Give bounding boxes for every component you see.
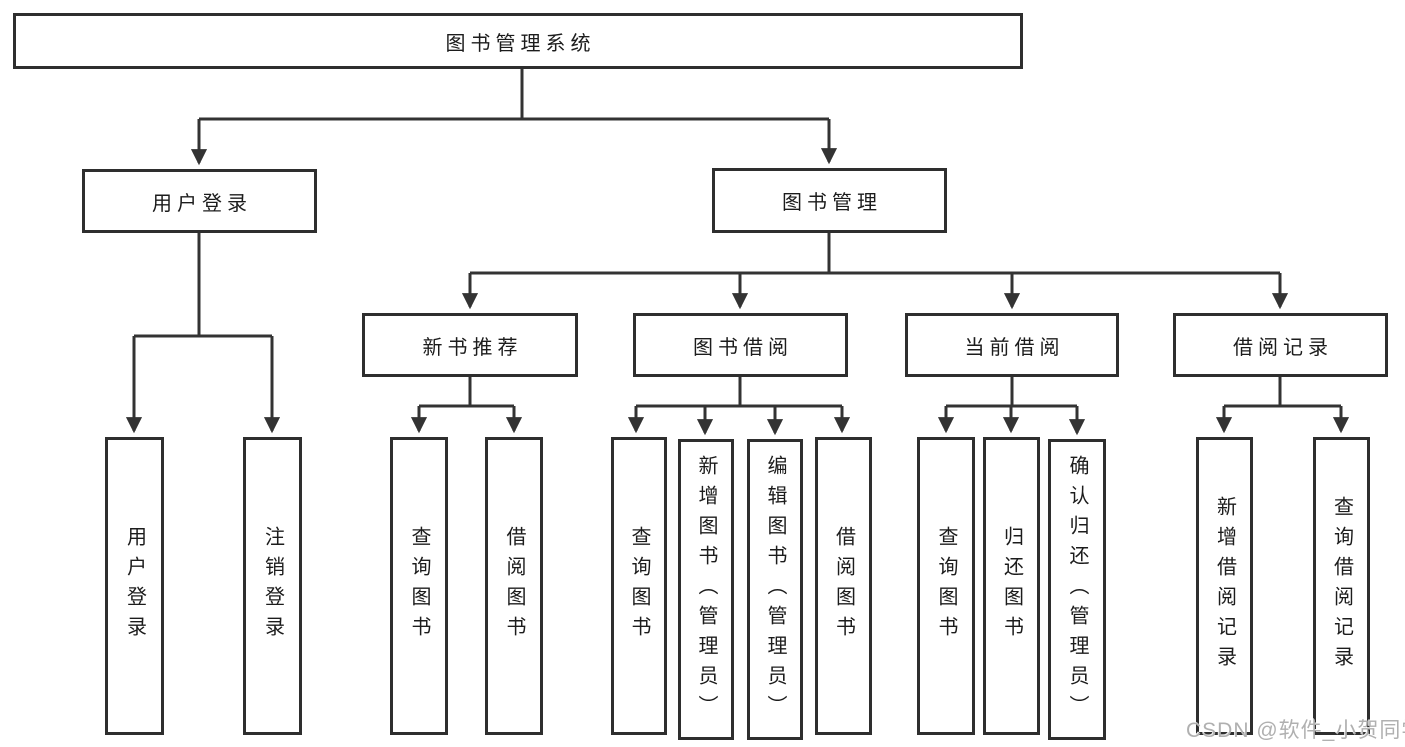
leaf-add-borrow-record-label: 新增借阅记录 (1213, 496, 1236, 676)
node-user-login: 用户登录 (82, 169, 317, 233)
leaf-logout: 注销登录 (243, 437, 302, 735)
node-borrowing-records-label: 借阅记录 (1233, 336, 1333, 359)
leaf-confirm-return-admin-label: 确认归还（管理员） (1066, 454, 1088, 725)
node-book-borrowing-label: 图书借阅 (693, 336, 793, 359)
leaf-query-books-recommend: 查询图书 (390, 437, 448, 735)
node-book-management: 图书管理 (712, 168, 947, 233)
leaf-query-borrow-record-label: 查询借阅记录 (1330, 496, 1353, 676)
node-current-borrowing: 当前借阅 (905, 313, 1119, 377)
leaf-confirm-return-admin: 确认归还（管理员） (1048, 439, 1106, 740)
csdn-watermark: CSDN @软件_小贺同学 (1186, 719, 1405, 742)
leaf-edit-books-admin: 编辑图书（管理员） (747, 439, 803, 740)
leaf-add-books-admin-label: 新增图书（管理员） (695, 454, 717, 725)
node-current-borrowing-label: 当前借阅 (964, 336, 1065, 359)
node-new-book-recommend-label: 新书推荐 (422, 336, 523, 359)
leaf-return-books-label: 归还图书 (1000, 526, 1023, 646)
leaf-user-login: 用户登录 (105, 437, 164, 735)
leaf-logout-label: 注销登录 (261, 526, 284, 646)
node-borrowing-records: 借阅记录 (1173, 313, 1388, 377)
leaf-add-borrow-record: 新增借阅记录 (1196, 437, 1253, 735)
node-new-book-recommend: 新书推荐 (362, 313, 578, 377)
leaf-query-borrow-record: 查询借阅记录 (1313, 437, 1370, 735)
leaf-add-books-admin: 新增图书（管理员） (678, 439, 734, 740)
leaf-query-books-borrow-label: 查询图书 (628, 526, 650, 646)
leaf-query-books-current: 查询图书 (917, 437, 975, 735)
node-book-management-label: 图书管理 (782, 192, 882, 214)
node-user-login-label: 用户登录 (152, 192, 252, 215)
leaf-return-books: 归还图书 (983, 437, 1040, 735)
node-root: 图书管理系统 (13, 13, 1023, 69)
leaf-borrow-books-recommend: 借阅图书 (485, 437, 543, 735)
leaf-user-login-label: 用户登录 (123, 526, 146, 646)
leaf-query-books-current-label: 查询图书 (935, 526, 957, 646)
leaf-edit-books-admin-label: 编辑图书（管理员） (764, 454, 786, 725)
leaf-query-books-recommend-label: 查询图书 (408, 526, 430, 646)
leaf-query-books-borrow: 查询图书 (611, 437, 667, 735)
leaf-borrow-books: 借阅图书 (815, 437, 872, 735)
leaf-borrow-books-label: 借阅图书 (832, 526, 855, 646)
node-book-borrowing: 图书借阅 (633, 313, 848, 377)
node-root-label: 图书管理系统 (445, 32, 596, 55)
leaf-borrow-books-recommend-label: 借阅图书 (503, 526, 525, 646)
